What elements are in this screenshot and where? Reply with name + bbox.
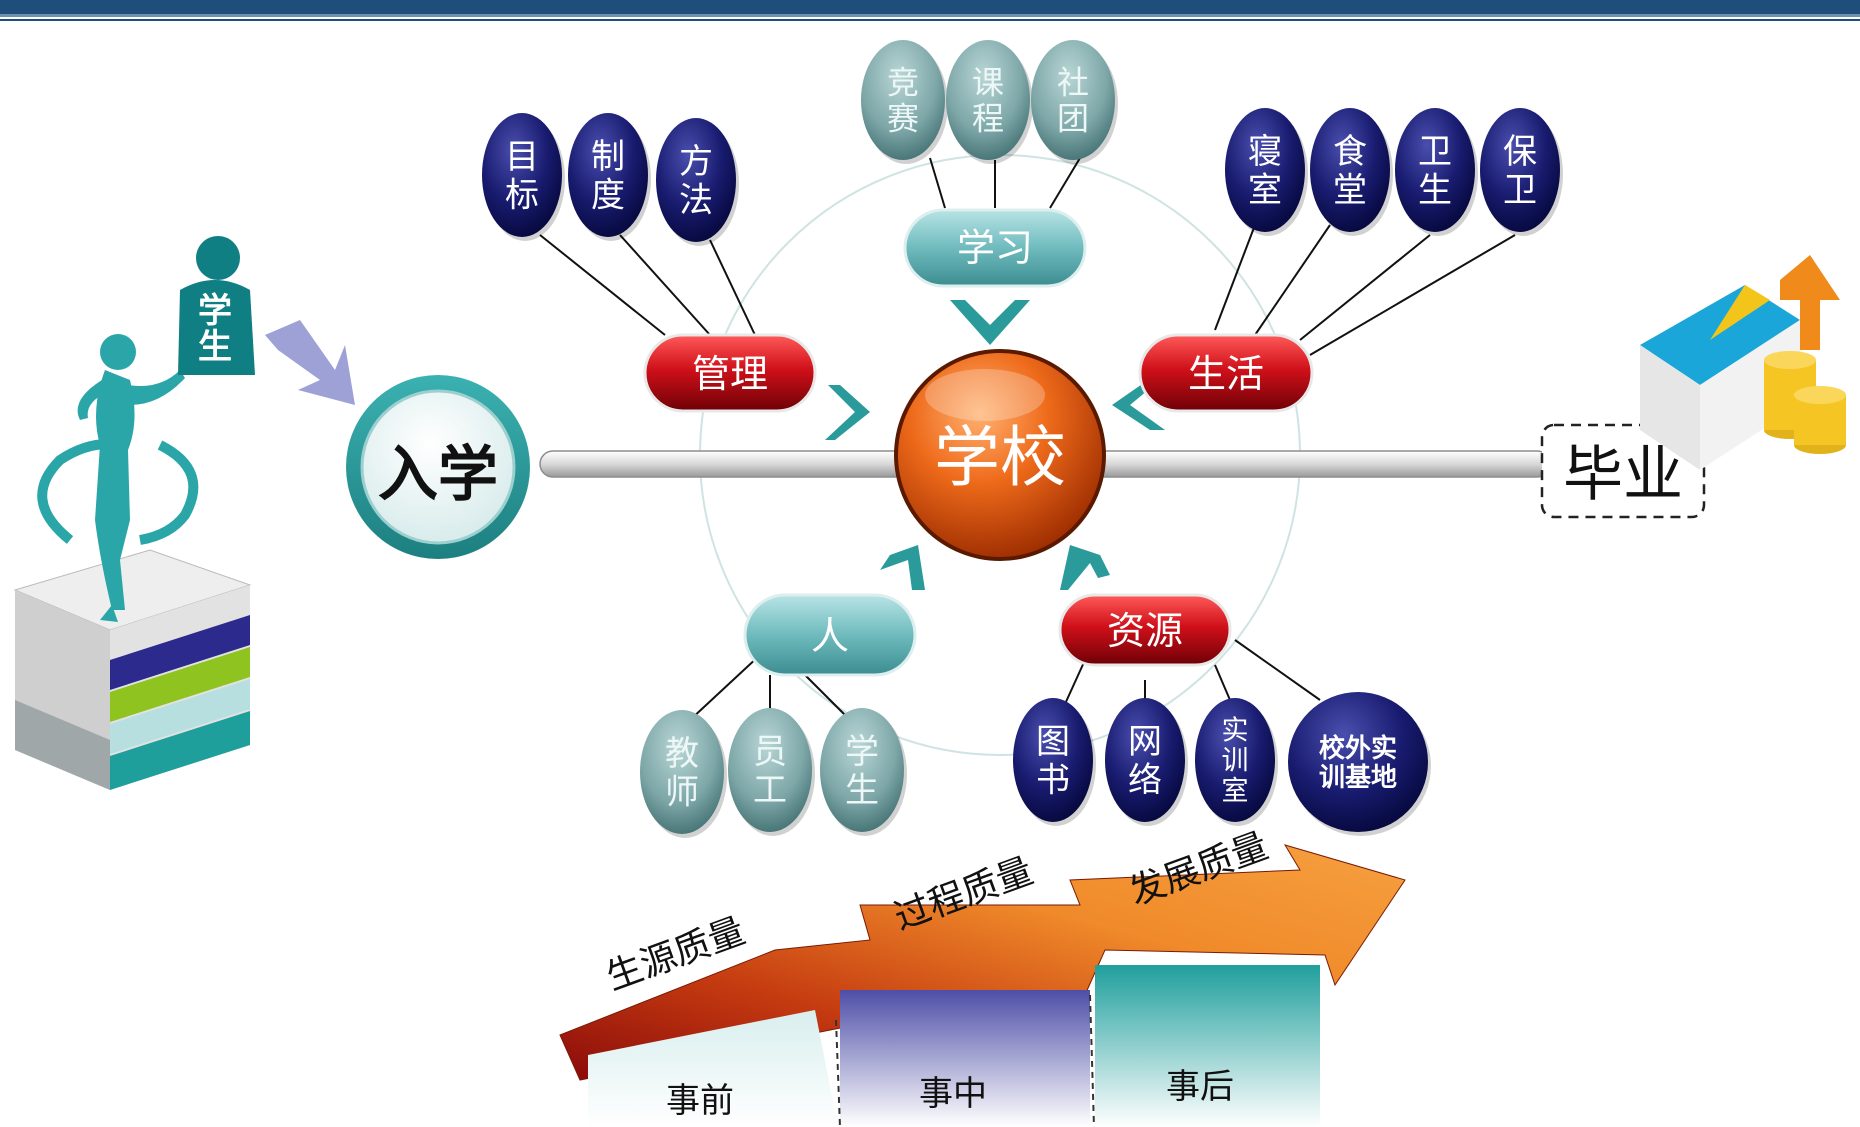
center-node: 学校	[894, 349, 1106, 561]
hub-life-label: 生活	[1188, 352, 1264, 396]
item-label-life-2: 卫生	[1418, 132, 1452, 210]
student-badge: 学生	[178, 236, 255, 375]
item-label-resources-1: 网络	[1128, 722, 1162, 800]
item-label-resources-2: 实训室	[1222, 715, 1249, 806]
hub-study-label: 学习	[957, 226, 1033, 270]
item-oval-management-0: 目标	[482, 113, 565, 241]
item-oval-life-3: 保卫	[1480, 108, 1563, 236]
item-label-management-1: 制度	[591, 137, 625, 215]
item-oval-study-2: 社团	[1031, 40, 1118, 164]
item-oval-life-1: 食堂	[1310, 108, 1393, 236]
item-label-study-0: 竞赛	[887, 64, 919, 138]
phase-label-after: 事后	[1166, 1067, 1234, 1107]
item-label-resources-3: 校外实训基地	[1319, 733, 1397, 793]
item-label-people-1: 员工	[753, 732, 787, 810]
item-oval-study-0: 竞赛	[861, 40, 948, 164]
item-label-study-2: 社团	[1057, 64, 1089, 138]
graduate-label: 毕业	[1563, 440, 1683, 510]
graduate-node: 毕业	[1540, 423, 1706, 519]
item-label-life-1: 食堂	[1333, 132, 1367, 210]
hub-resources: 资源	[1058, 593, 1232, 667]
hub-study: 学习	[903, 208, 1087, 288]
item-label-people-0: 教师	[665, 734, 699, 812]
hub-people-label: 人	[811, 614, 849, 658]
item-oval-study-1: 课程	[946, 40, 1033, 164]
item-label-people-2: 学生	[845, 732, 879, 810]
item-oval-resources-3: 校外实训基地	[1288, 692, 1431, 836]
item-label-life-0: 寝室	[1248, 132, 1282, 210]
enter-node: 入学	[346, 375, 530, 559]
item-oval-life-2: 卫生	[1395, 108, 1478, 236]
hub-life: 生活	[1138, 333, 1314, 413]
item-oval-resources-1: 网络	[1105, 698, 1188, 826]
item-oval-people-0: 教师	[640, 710, 727, 838]
center-label: 学校	[934, 419, 1066, 496]
hub-management: 管理	[643, 333, 817, 413]
hub-people: 人	[743, 593, 917, 677]
item-oval-resources-0: 图书	[1013, 698, 1096, 826]
phase-blocks	[588, 965, 1320, 1127]
item-oval-resources-2: 实训室	[1195, 698, 1278, 826]
item-label-resources-0: 图书	[1036, 722, 1070, 800]
item-oval-life-0: 寝室	[1225, 108, 1308, 236]
hub-management-label: 管理	[692, 352, 768, 396]
rotation-arrows	[37, 439, 199, 545]
hub-resources-label: 资源	[1107, 609, 1183, 653]
phase-label-before: 事前	[666, 1081, 734, 1121]
item-oval-people-1: 员工	[728, 708, 815, 836]
connector-lines	[539, 157, 1516, 721]
item-label-management-0: 目标	[505, 137, 539, 215]
book-coins-icon	[1640, 255, 1846, 470]
item-label-life-3: 保卫	[1503, 132, 1537, 210]
item-oval-management-1: 制度	[568, 113, 651, 241]
chevrons	[825, 300, 1165, 590]
header-band	[0, 0, 1860, 21]
item-label-study-1: 课程	[972, 64, 1004, 138]
pedestal-stack	[13, 549, 252, 790]
item-oval-management-2: 方法	[656, 118, 739, 246]
item-label-management-2: 方法	[679, 142, 713, 220]
student-figure-label: 学生	[198, 291, 232, 367]
phase-label-during: 事中	[919, 1074, 987, 1114]
entry-arrow-icon	[265, 320, 355, 405]
woman-figure	[77, 334, 185, 622]
enter-label: 入学	[378, 440, 498, 510]
item-oval-people-2: 学生	[820, 708, 907, 836]
